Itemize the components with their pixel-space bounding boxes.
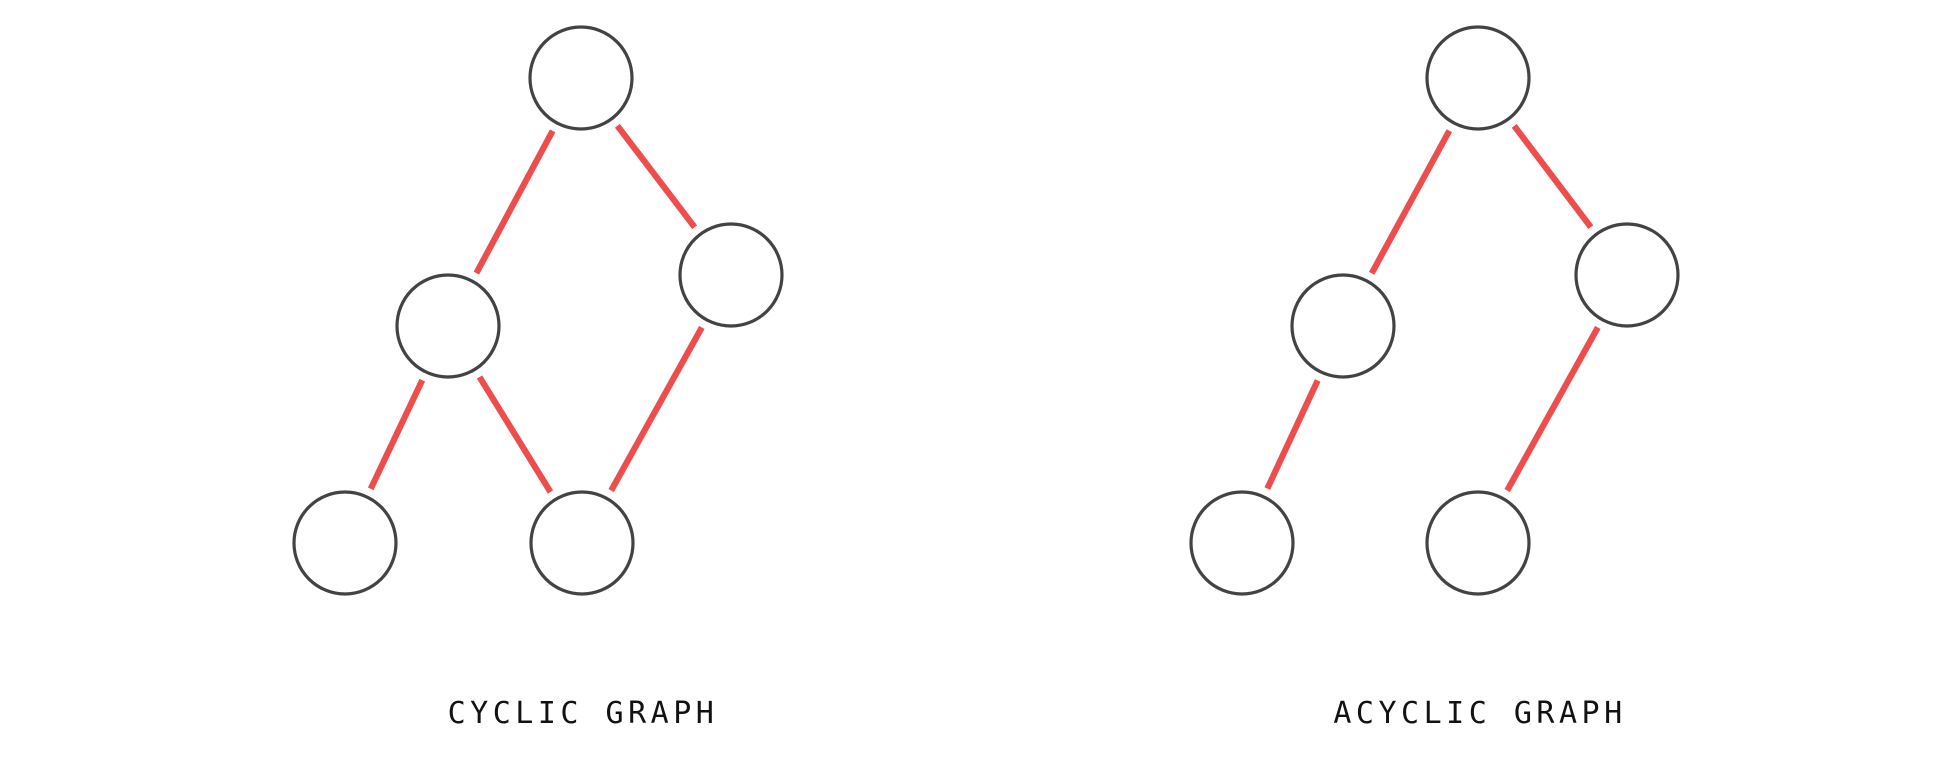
graph-node [1189,490,1295,596]
graph-node [678,222,784,328]
graph-edge [473,129,556,275]
graph-edge [1264,379,1321,490]
graph-node [1290,273,1396,379]
graph-edge [614,123,698,230]
graph-node [529,490,635,596]
graph-edge [608,325,705,493]
graph-node [1574,222,1680,328]
graph-node [292,490,398,596]
graph-node [528,25,634,131]
graph-edge [476,375,554,494]
graph-node [1425,25,1531,131]
caption-cyclic-graph: CYCLIC GRAPH [447,696,719,731]
graph-edge [1504,325,1601,493]
graph-edge [1511,123,1594,230]
edges-layer [367,123,1601,494]
caption-acyclic-graph: ACYCLIC GRAPH [1333,696,1627,731]
graph-node [395,273,501,379]
nodes-layer [292,25,1680,596]
graph-edge [367,378,426,491]
graph-edge [1368,129,1453,275]
graph-node [1425,490,1531,596]
